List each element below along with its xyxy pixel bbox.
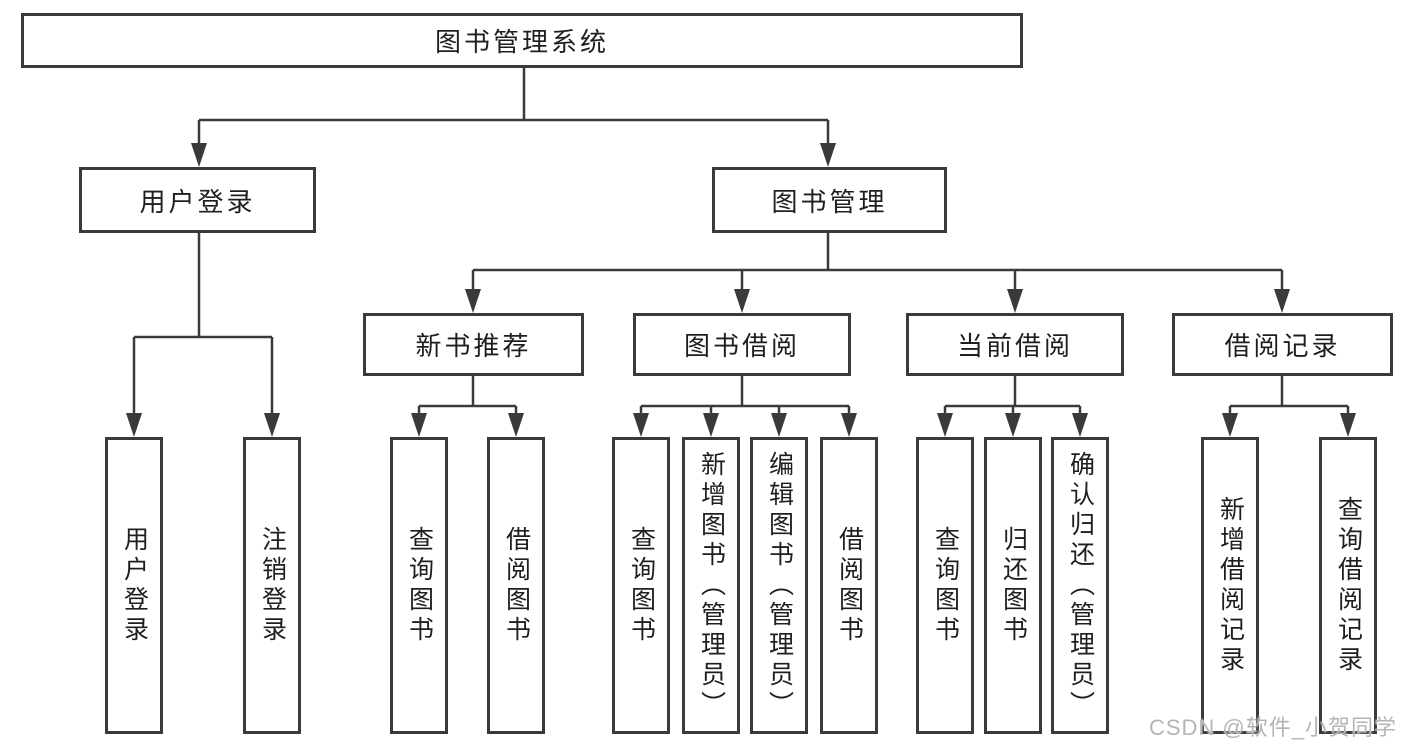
- node-book-borrow: 图书借阅: [633, 313, 851, 376]
- leaf-user-login: 用户登录: [105, 437, 163, 734]
- leaf-current-return-book: 归还图书: [984, 437, 1042, 734]
- node-user-login: 用户登录: [79, 167, 316, 233]
- csdn-watermark: CSDN @软件_小贺同学: [1148, 715, 1397, 740]
- leaf-borrow-add-book: 新增图书（管理员）: [682, 437, 740, 734]
- leaf-borrow-edit-book: 编辑图书（管理员）: [750, 437, 808, 734]
- leaf-current-query-book: 查询图书: [916, 437, 974, 734]
- node-book-management: 图书管理: [712, 167, 947, 233]
- leaf-current-confirm-return: 确认归还（管理员）: [1051, 437, 1109, 734]
- node-current-borrow: 当前借阅: [906, 313, 1124, 376]
- leaf-records-query-record: 查询借阅记录: [1319, 437, 1377, 734]
- node-new-book-recommend: 新书推荐: [363, 313, 584, 376]
- leaf-borrow-borrow-book: 借阅图书: [820, 437, 878, 734]
- node-borrow-records: 借阅记录: [1172, 313, 1393, 376]
- leaf-logout: 注销登录: [243, 437, 301, 734]
- arrowhead-icons: [126, 143, 1356, 437]
- node-root: 图书管理系统: [21, 13, 1023, 68]
- leaf-borrow-query-book: 查询图书: [612, 437, 670, 734]
- leaf-recommend-borrow-book: 借阅图书: [487, 437, 545, 734]
- leaf-recommend-query-book: 查询图书: [390, 437, 448, 734]
- connector-paths: [132, 68, 1350, 420]
- leaf-records-add-record: 新增借阅记录: [1201, 437, 1259, 734]
